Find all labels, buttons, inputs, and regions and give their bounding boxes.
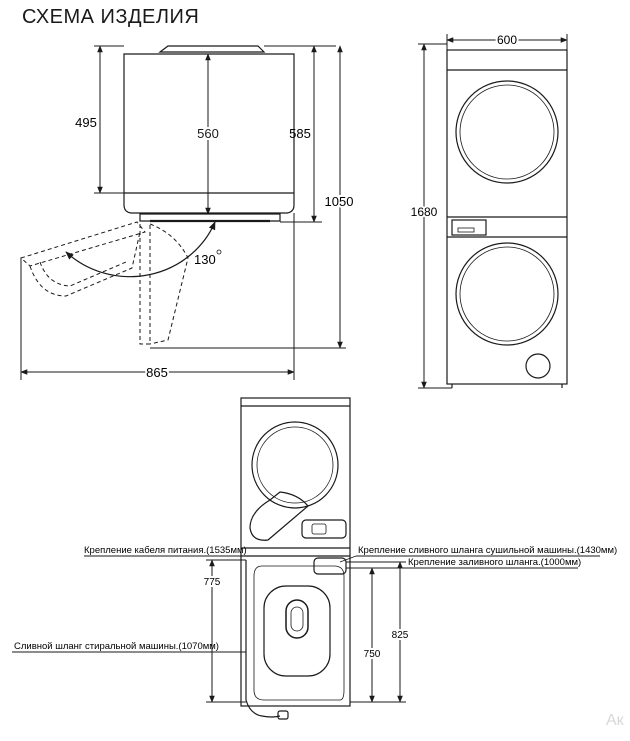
- front-view: [446, 49, 568, 388]
- washer-door-icon: [455, 242, 559, 346]
- power-cable-label: Крепление кабеля питания.(1535мм): [84, 545, 247, 556]
- filter-hatch-icon: [525, 353, 551, 379]
- side-dimensions: [20, 45, 346, 380]
- washer-rear-cover: [263, 585, 331, 677]
- dim-750-label: 750: [364, 649, 381, 660]
- dim-1680-label: 1680: [411, 205, 438, 219]
- dim-585-label: 585: [289, 126, 311, 141]
- watermark-text: Ак: [606, 712, 624, 729]
- front-dimensions: [418, 34, 568, 389]
- angle-130-label: 130: [194, 252, 216, 267]
- dryer-drain-label: Крепление сливного шланга сушильной маши…: [358, 545, 617, 556]
- door-angle-arc: [65, 221, 216, 278]
- dim-865-label: 865: [146, 365, 168, 380]
- hose-end: [277, 710, 289, 720]
- open-door-outline: [20, 221, 189, 345]
- control-panel: [451, 219, 487, 236]
- dryer-door-icon: [455, 80, 559, 184]
- dim-560-label: 560: [197, 126, 219, 141]
- washer-drain-hose: [245, 560, 281, 718]
- page-title: СХЕМА ИЗДЕЛИЯ: [22, 6, 200, 28]
- dryer-duct-outlet: [249, 491, 309, 541]
- dryer-body-outline: [123, 53, 295, 214]
- door-profile: [139, 213, 281, 222]
- inlet-hose-label: Крепление заливного шланга.(1000мм): [408, 557, 581, 568]
- washer-drain-label: Сливной шланг стиральной машины.(1070мм): [14, 641, 219, 652]
- rear-view: [240, 397, 351, 720]
- rear-stack-outline: [240, 397, 351, 707]
- rear-dimensions: [12, 555, 600, 703]
- dim-1050-label: 1050: [325, 194, 354, 209]
- degree-symbol-icon: [216, 249, 222, 255]
- dim-825-label: 825: [392, 630, 409, 641]
- dim-775-label: 775: [204, 577, 221, 588]
- dryer-top-cap: [158, 45, 266, 53]
- dryer-rear-ring-icon: [251, 421, 339, 509]
- dim-600-label: 600: [497, 33, 517, 47]
- dim-495-label: 495: [75, 115, 97, 130]
- side-view: [20, 45, 295, 345]
- dryer-rear-connector: [301, 519, 347, 539]
